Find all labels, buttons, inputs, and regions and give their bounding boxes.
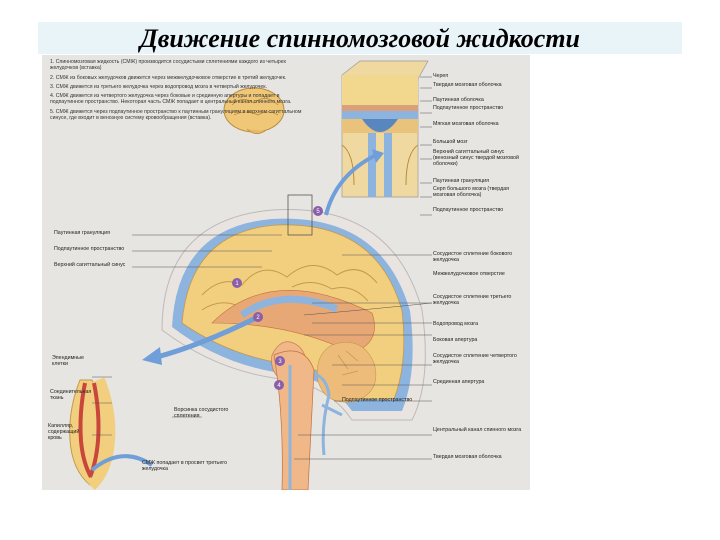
- step-item: 3. СМЖ движется из третьего желудочка че…: [50, 83, 267, 90]
- svg-text:5: 5: [316, 209, 320, 215]
- svg-text:2: 2: [256, 315, 260, 321]
- label-left-subarachnoid: Подпаутинное пространство: [54, 246, 125, 252]
- choroid-villus-inset: [69, 377, 154, 490]
- label-lateral-aperture: Боковая апертура: [433, 337, 478, 343]
- svg-text:1: 1: [235, 281, 239, 287]
- label-dura: Твердая мозговая оболочка: [433, 82, 502, 88]
- label-median-aperture: Срединная апертура: [433, 379, 485, 385]
- label-subarachnoid-2: Подпаутинное пространство: [433, 207, 504, 213]
- step-item: 2. СМЖ из боковых желудочков движется че…: [50, 74, 287, 81]
- brain-thumbnail: [223, 87, 285, 134]
- label-arachnoid: Паутинная оболочка: [433, 97, 484, 103]
- label-connective: Соединительная ткань: [50, 389, 92, 401]
- label-aqueduct: Водопровод мозга: [433, 321, 479, 327]
- brain-illustration: 1 2 3 4 5 1: [69, 60, 433, 490]
- leader-lines: [92, 76, 433, 460]
- svg-text:3: 3: [278, 359, 282, 365]
- title-bar: Движение спинномозговой жидкости: [38, 22, 682, 54]
- label-sagittal-sinus: Верхний сагиттальный синус (венозный син…: [433, 149, 519, 167]
- label-falx: Серп большого мозга (твердая мозговая об…: [433, 186, 510, 198]
- label-ependymal: Эпендимные клетки: [52, 355, 84, 367]
- step-item: 5. СМЖ движется через подпаутинное прост…: [50, 108, 302, 122]
- label-interventricular: Межжелудочковое отверстие: [433, 271, 505, 277]
- flow-arrows: [142, 149, 384, 365]
- label-central-canal: Центральный канал спинного мозга: [433, 427, 522, 433]
- label-bottom-subarachnoid: Подпаутинное пространство: [342, 397, 413, 403]
- label-arachnoid-granulation: Паутинная грануляция: [433, 178, 489, 184]
- page-title: Движение спинномозговой жидкости: [139, 24, 581, 53]
- label-pia: Мягкая мозговая оболочка: [433, 121, 499, 127]
- diagram-figure: 1 2 3 4 5 1 1. Спинномозговая жидкость (…: [42, 55, 530, 490]
- label-left-sinus: Верхний сагиттальный синус: [54, 262, 126, 268]
- label-skull: Череп: [433, 73, 449, 79]
- meninges-inset: [341, 60, 429, 198]
- label-left-granulation: Паутинная грануляция: [54, 230, 110, 236]
- label-fourth-plexus: Сосудистое сплетение четвертого желудочк…: [433, 353, 517, 365]
- label-lateral-plexus: Сосудистое сплетение бокового желудочка: [433, 251, 513, 263]
- label-third-plexus: Сосудистое сплетение третьего желудочка: [433, 294, 512, 306]
- label-villus: Ворсинка сосудистого сплетения: [174, 407, 229, 419]
- step-item: 4. СМЖ движется из четвертого желудочка …: [50, 93, 292, 106]
- label-subarachnoid: Подпаутинное пространство: [433, 105, 504, 111]
- step-item: 1. Спинномозговая жидкость (СМЖ) произво…: [50, 59, 287, 72]
- label-cerebrum: Большой мозг: [433, 139, 468, 145]
- svg-text:4: 4: [277, 383, 281, 389]
- label-capillary: Капилляр, содержащий кровь: [48, 423, 80, 441]
- steps-list: 1. Спинномозговая жидкость (СМЖ) произво…: [50, 59, 305, 124]
- label-csf-enters: СМЖ попадает в просвет третьего желудочк…: [142, 460, 228, 472]
- brain-sagittal: [161, 208, 426, 490]
- label-spinal-dura: Твердая мозговая оболочка: [433, 454, 502, 460]
